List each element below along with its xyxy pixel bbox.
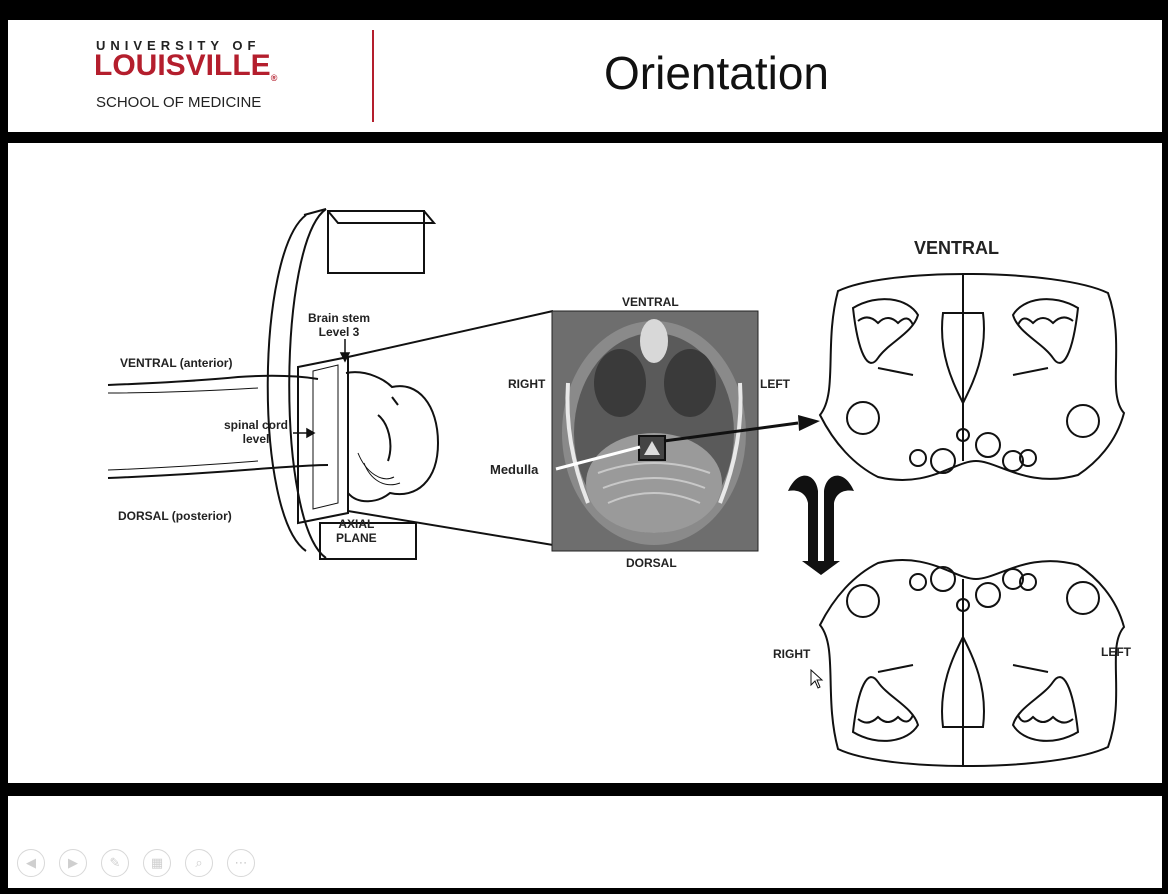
head-outline <box>346 372 438 501</box>
logo-line-3: SCHOOL OF MEDICINE <box>96 94 261 111</box>
more-options-button[interactable]: ⋯ <box>227 849 255 877</box>
mri-dorsal-label: DORSAL <box>626 556 677 570</box>
slide-title: Orientation <box>604 46 829 100</box>
mri-axial-image <box>552 311 820 551</box>
university-logo: UNIVERSITY OF LOUISVILLE® SCHOOL OF MEDI… <box>94 38 294 118</box>
axial-plane-label: AXIAL PLANE <box>336 517 377 545</box>
dorsal-posterior-label: DORSAL (posterior) <box>118 509 232 523</box>
section-ventral-label: VENTRAL <box>914 241 999 255</box>
next-slide-button[interactable]: ▶ <box>59 849 87 877</box>
mri-left-label: LEFT <box>760 377 790 391</box>
registered-mark: ® <box>271 73 278 83</box>
header-divider <box>372 30 374 122</box>
mouse-cursor-icon <box>810 669 824 689</box>
mri-right-label: RIGHT <box>508 377 545 391</box>
zoom-button[interactable]: ⌕ <box>185 849 213 877</box>
next-slide-icon: ▶ <box>68 856 78 871</box>
previous-slide-icon: ◀ <box>26 856 36 871</box>
patient-body-outline <box>108 376 328 478</box>
ventral-anterior-label: VENTRAL (anterior) <box>120 356 232 370</box>
medulla-section-top <box>820 273 1124 480</box>
mri-scanner-ring <box>268 209 434 559</box>
see-all-slides-button[interactable]: ▦ <box>143 849 171 877</box>
slide-notes-area <box>8 796 1162 888</box>
pen-icon: ✎ <box>110 856 121 871</box>
mri-ventral-label: VENTRAL <box>622 295 679 309</box>
medulla-section-bottom <box>820 560 1124 767</box>
medulla-label: Medulla <box>490 463 538 477</box>
slides-grid-icon: ▦ <box>151 856 163 871</box>
slide-content: VENTRAL (anterior) DORSAL (posterior) Br… <box>8 143 1162 783</box>
slide-header: UNIVERSITY OF LOUISVILLE® SCHOOL OF MEDI… <box>8 20 1162 132</box>
flip-arrow-icon <box>788 476 854 575</box>
previous-slide-button[interactable]: ◀ <box>17 849 45 877</box>
more-options-icon: ⋯ <box>235 856 248 871</box>
section-left-label: LEFT <box>1101 645 1131 659</box>
logo-line-2: LOUISVILLE® <box>94 49 277 83</box>
brain-stem-level-label: Brain stem Level 3 <box>308 311 370 339</box>
diagram-pointer-arrows <box>293 339 349 437</box>
logo-wordmark: LOUISVILLE <box>94 49 271 82</box>
zoom-icon: ⌕ <box>195 856 202 871</box>
pen-tool-button[interactable]: ✎ <box>101 849 129 877</box>
axial-plane <box>298 357 348 523</box>
section-right-label: RIGHT <box>773 647 810 661</box>
spinal-cord-level-label: spinal cord level <box>224 418 288 446</box>
